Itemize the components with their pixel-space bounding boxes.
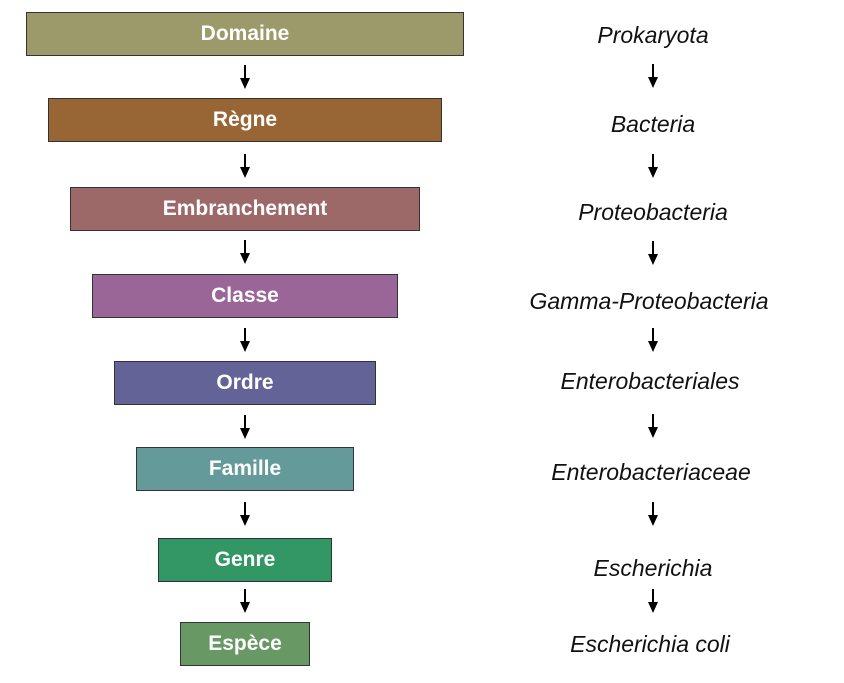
down-arrow-icon (239, 502, 251, 526)
rank-box-ordre: Ordre (114, 361, 376, 405)
rank-box-domaine: Domaine (26, 12, 464, 56)
rank-box-embranchement: Embranchement (70, 187, 420, 231)
rank-box-genre: Genre (158, 538, 332, 582)
down-arrow-icon (239, 328, 251, 352)
down-arrow-icon (239, 154, 251, 178)
down-arrow-icon (239, 415, 251, 439)
taxon-proteobacteria: Proteobacteria (578, 199, 728, 225)
taxon-bacteria: Bacteria (610, 111, 696, 137)
down-arrow-icon (239, 589, 251, 613)
rank-box-classe: Classe (92, 274, 398, 318)
taxon-prokaryota: Prokaryota (597, 22, 709, 48)
rank-box-famille: Famille (136, 447, 354, 491)
down-arrow-icon (239, 65, 251, 89)
taxon-enterobacteriaceae: Enterobacteriaceae (551, 459, 751, 485)
taxon-escherichia-coli: Escherichia coli (570, 631, 730, 657)
down-arrow-icon (239, 240, 251, 264)
down-arrow-icon (647, 154, 659, 178)
taxon-enterobacteriales: Enterobacteriales (560, 368, 740, 394)
down-arrow-icon (647, 502, 659, 526)
down-arrow-icon (647, 414, 659, 438)
taxon-gamma-proteobacteria: Gamma-Proteobacteria (529, 288, 769, 314)
rank-box-regne: Règne (48, 98, 442, 142)
down-arrow-icon (647, 64, 659, 88)
down-arrow-icon (647, 328, 659, 352)
down-arrow-icon (647, 241, 659, 265)
rank-box-espece: Espèce (180, 622, 310, 666)
taxon-escherichia: Escherichia (593, 555, 713, 581)
down-arrow-icon (647, 589, 659, 613)
